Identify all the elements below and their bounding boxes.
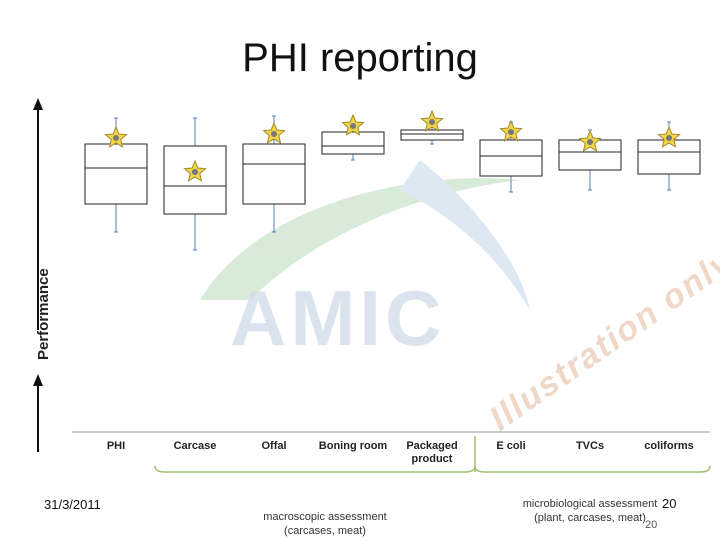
iqr-box-carcase: [163, 145, 227, 215]
star-center-boning-room: [350, 123, 356, 129]
iqr-box-e-coli: [479, 139, 543, 177]
star-center-phi: [113, 135, 119, 141]
slide-title: PHI reporting: [242, 36, 478, 80]
x-tick-label-boning-room: Boning room: [319, 440, 388, 452]
logo-green-swoosh: [200, 178, 520, 300]
box-offal: [242, 115, 306, 233]
page-number: 20: [662, 496, 677, 511]
box-coliforms: [637, 121, 701, 191]
box-boning-room: [321, 113, 385, 161]
x-tick-label-tvcs: TVCs: [576, 440, 604, 452]
star-center-tvcs: [587, 139, 593, 145]
amic-logo: AMIC: [200, 160, 530, 362]
x-tick-label-offal: Offal: [261, 440, 286, 452]
upper-axis-arrow-head: [33, 98, 43, 110]
microbiological-group-label: microbiological assessment (plant, carca…: [522, 498, 658, 524]
box-e-coli: [479, 119, 543, 193]
logo-blue-swoosh: [400, 160, 530, 310]
y-axis-arrows: [33, 98, 43, 452]
x-tick-label-coliforms: coliforms: [644, 440, 694, 452]
lower-axis-arrow-head: [33, 374, 43, 386]
star-center-e-coli: [508, 129, 514, 135]
iqr-box-phi: [84, 143, 148, 205]
macroscopic-group-label: macroscopic assessment (carcases, meat): [263, 511, 387, 537]
x-tick-label-phi: PHI: [107, 440, 125, 452]
x-tick-label-carcase: Carcase: [174, 440, 217, 452]
microbiological-page-number: 20: [645, 519, 658, 531]
iqr-box-packaged-product: [400, 129, 464, 141]
star-center-packaged-product: [429, 119, 435, 125]
x-tick-label-e-coli: E coli: [496, 440, 525, 452]
iqr-box-boning-room: [321, 131, 385, 155]
macro-bracket: [154, 465, 476, 473]
group-brackets: [154, 436, 711, 473]
box-packaged-product: [400, 109, 464, 145]
iqr-box-coliforms: [637, 139, 701, 175]
star-center-offal: [271, 131, 277, 137]
box-tvcs: [558, 129, 622, 191]
micro-bracket: [474, 465, 711, 473]
star-center-carcase: [192, 169, 198, 175]
star-center-coliforms: [666, 135, 672, 141]
logo-text: AMIC: [230, 274, 445, 362]
box-carcase: [163, 117, 227, 251]
slide-date: 31/3/2011: [44, 497, 101, 512]
iqr-box-offal: [242, 143, 306, 205]
box-phi: [84, 117, 148, 233]
